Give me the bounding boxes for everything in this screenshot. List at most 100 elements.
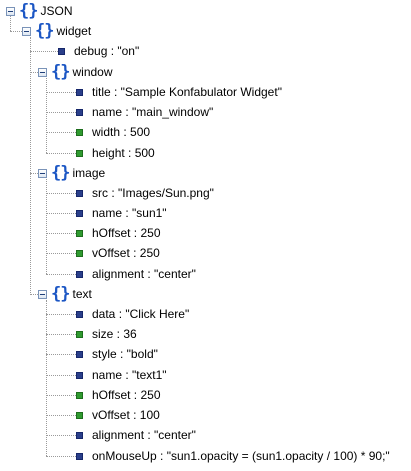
tree-leaf-label: data : "Click Here" — [92, 307, 190, 321]
tree-guide-line — [46, 375, 76, 376]
tree-guide-line — [46, 92, 76, 93]
tree-node-window[interactable]: {} window — [38, 62, 113, 82]
tree-node-widget[interactable]: {} widget — [22, 21, 91, 41]
tree-leaf-image-hoffset[interactable]: hOffset : 250 — [76, 223, 161, 243]
tree-leaf-label: width : 500 — [92, 125, 151, 139]
tree-guide-line — [30, 72, 42, 73]
number-value-icon — [76, 128, 83, 136]
object-braces-icon: {} — [51, 284, 71, 304]
string-value-icon — [76, 209, 83, 217]
tree-guide-line — [46, 179, 47, 274]
tree-guide-line — [46, 415, 76, 416]
tree-guide-line — [46, 112, 76, 113]
tree-guide-line — [30, 294, 42, 295]
tree-guide-line — [46, 314, 76, 315]
tree-leaf-label: hOffset : 250 — [92, 388, 161, 402]
tree-node-json[interactable]: {} JSON — [6, 1, 73, 21]
number-value-icon — [76, 411, 83, 419]
tree-guide-line — [46, 300, 47, 456]
tree-leaf-text-voffset[interactable]: vOffset : 100 — [76, 405, 160, 425]
number-value-icon — [76, 229, 83, 237]
tree-leaf-label: src : "Images/Sun.png" — [92, 186, 214, 200]
object-braces-icon: {} — [51, 62, 71, 82]
tree-leaf-label: alignment : "center" — [92, 428, 196, 442]
tree-leaf-text-data[interactable]: data : "Click Here" — [76, 304, 189, 324]
tree-leaf-label: height : 500 — [92, 146, 155, 160]
tree-guide-line — [46, 132, 76, 133]
tree-leaf-text-size[interactable]: size : 36 — [76, 324, 137, 344]
string-value-icon — [58, 47, 65, 55]
tree-leaf-image-alignment[interactable]: alignment : "center" — [76, 264, 196, 284]
tree-leaf-text-style[interactable]: style : "bold" — [76, 344, 158, 364]
tree-leaf-label: title : "Sample Konfabulator Widget" — [92, 85, 282, 99]
tree-node-label: window — [72, 65, 113, 79]
tree-guide-line — [10, 31, 26, 32]
tree-leaf-label: onMouseUp : "sun1.opacity = (sun1.opacit… — [92, 449, 390, 463]
tree-guide-line — [46, 456, 76, 457]
number-value-icon — [76, 330, 83, 338]
tree-leaf-text-alignment[interactable]: alignment : "center" — [76, 425, 196, 445]
tree-node-text[interactable]: {} text — [38, 284, 92, 304]
tree-node-label: text — [72, 287, 92, 301]
tree-leaf-label: name : "text1" — [92, 368, 167, 382]
tree-leaf-text-onmouseup[interactable]: onMouseUp : "sun1.opacity = (sun1.opacit… — [76, 446, 390, 466]
tree-guide-line — [46, 78, 47, 153]
collapse-toggle-icon[interactable] — [6, 6, 15, 16]
tree-guide-line — [46, 213, 76, 214]
object-braces-icon: {} — [51, 163, 71, 183]
tree-guide-line — [46, 233, 76, 234]
tree-guide-line — [46, 274, 76, 275]
tree-leaf-window-width[interactable]: width : 500 — [76, 122, 150, 142]
tree-guide-line — [46, 395, 76, 396]
string-value-icon — [76, 350, 83, 358]
tree-leaf-window-height[interactable]: height : 500 — [76, 143, 155, 163]
string-value-icon — [76, 452, 83, 460]
tree-leaf-label: alignment : "center" — [92, 267, 196, 281]
tree-leaf-label: vOffset : 250 — [92, 246, 160, 260]
tree-guide-line — [30, 37, 31, 293]
tree-guide-line — [46, 334, 76, 335]
tree-leaf-label: size : 36 — [92, 327, 137, 341]
collapse-toggle-icon[interactable] — [38, 67, 47, 77]
tree-leaf-label: debug : "on" — [74, 44, 140, 58]
tree-leaf-label: style : "bold" — [92, 347, 158, 361]
tree-leaf-window-name[interactable]: name : "main_window" — [76, 102, 213, 122]
string-value-icon — [76, 310, 83, 318]
object-braces-icon: {} — [19, 1, 39, 21]
tree-leaf-label: name : "main_window" — [92, 105, 214, 119]
tree-guide-line — [30, 173, 42, 174]
tree-node-label: image — [72, 166, 106, 180]
collapse-toggle-icon[interactable] — [38, 289, 47, 299]
number-value-icon — [76, 391, 83, 399]
tree-guide-line — [46, 253, 76, 254]
tree-guide-line — [46, 193, 76, 194]
tree-node-label: widget — [56, 24, 92, 38]
number-value-icon — [76, 149, 83, 157]
string-value-icon — [76, 270, 83, 278]
tree-leaf-image-src[interactable]: src : "Images/Sun.png" — [76, 183, 214, 203]
tree-leaf-text-name[interactable]: name : "text1" — [76, 365, 167, 385]
tree-guide-line — [46, 354, 76, 355]
tree-leaf-label: hOffset : 250 — [92, 226, 161, 240]
string-value-icon — [76, 371, 83, 379]
string-value-icon — [76, 189, 83, 197]
tree-guide-line — [46, 153, 76, 154]
string-value-icon — [76, 108, 83, 116]
tree-leaf-window-title[interactable]: title : "Sample Konfabulator Widget" — [76, 82, 282, 102]
object-braces-icon: {} — [35, 21, 55, 41]
tree-node-label: JSON — [40, 4, 73, 18]
tree-guide-line — [30, 51, 58, 52]
tree-guide-line — [10, 16, 11, 31]
tree-leaf-label: vOffset : 100 — [92, 408, 160, 422]
tree-leaf-image-voffset[interactable]: vOffset : 250 — [76, 243, 160, 263]
tree-leaf-label: name : "sun1" — [92, 206, 167, 220]
tree-leaf-text-hoffset[interactable]: hOffset : 250 — [76, 385, 161, 405]
tree-node-image[interactable]: {} image — [38, 163, 105, 183]
tree-leaf-debug[interactable]: debug : "on" — [58, 41, 139, 61]
collapse-toggle-icon[interactable] — [22, 26, 31, 36]
tree-guide-line — [46, 435, 76, 436]
tree-leaf-image-name[interactable]: name : "sun1" — [76, 203, 167, 223]
number-value-icon — [76, 249, 83, 257]
collapse-toggle-icon[interactable] — [38, 168, 47, 178]
